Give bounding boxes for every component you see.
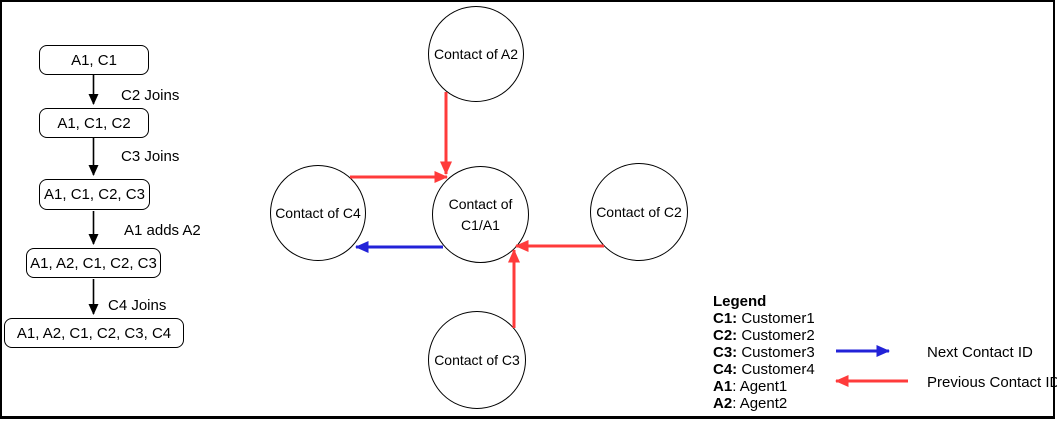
node-contact-c1-a1-label-line1: Contact of xyxy=(448,196,513,213)
edge-label-c3-joins: C3 Joins xyxy=(121,148,180,165)
node-contact-c4: Contact of C4 xyxy=(270,165,366,261)
legend-entry-c4: C4: Customer4 xyxy=(713,361,815,378)
state-box-2: A1, C1, C2 xyxy=(39,108,149,138)
state-box-1: A1, C1 xyxy=(39,45,149,75)
legend-entry-c2: C2: Customer2 xyxy=(713,327,815,344)
node-contact-c4-label: Contact of C4 xyxy=(275,204,361,221)
node-contact-c2: Contact of C2 xyxy=(590,163,688,261)
node-contact-c1-a1: Contact of C1/A1 xyxy=(432,166,529,263)
node-contact-c1-a1-label-line2: C1/A1 xyxy=(461,216,500,233)
legend-prev-label: Previous Contact ID xyxy=(927,374,1057,391)
legend: Legend C1: Customer1 C2: Customer2 C3: C… xyxy=(713,293,815,412)
legend-entry-c3: C3: Customer3 xyxy=(713,344,815,361)
node-contact-c3-label: Contact of C3 xyxy=(434,351,520,368)
node-contact-c2-label: Contact of C2 xyxy=(596,203,682,220)
node-contact-a2-label: Contact of A2 xyxy=(433,45,519,62)
edge-label-c4-joins: C4 Joins xyxy=(108,297,167,314)
node-contact-c3: Contact of C3 xyxy=(428,311,526,409)
legend-next-label: Next Contact ID xyxy=(927,344,1033,361)
state-box-3: A1, C1, C2, C3 xyxy=(39,179,150,210)
edge-label-c2-joins: C2 Joins xyxy=(121,87,180,104)
node-contact-a2: Contact of A2 xyxy=(428,6,524,102)
legend-entry-c1: C1: Customer1 xyxy=(713,310,815,327)
edge-label-a1-adds-a2: A1 adds A2 xyxy=(124,222,201,239)
legend-entry-a1: A1: Agent1 xyxy=(713,378,788,395)
state-box-5: A1, A2, C1, C2, C3, C4 xyxy=(4,318,184,348)
legend-entry-a2: A2: Agent2 xyxy=(713,395,788,412)
legend-title: Legend xyxy=(713,293,767,310)
state-box-4: A1, A2, C1, C2, C3 xyxy=(26,248,161,278)
